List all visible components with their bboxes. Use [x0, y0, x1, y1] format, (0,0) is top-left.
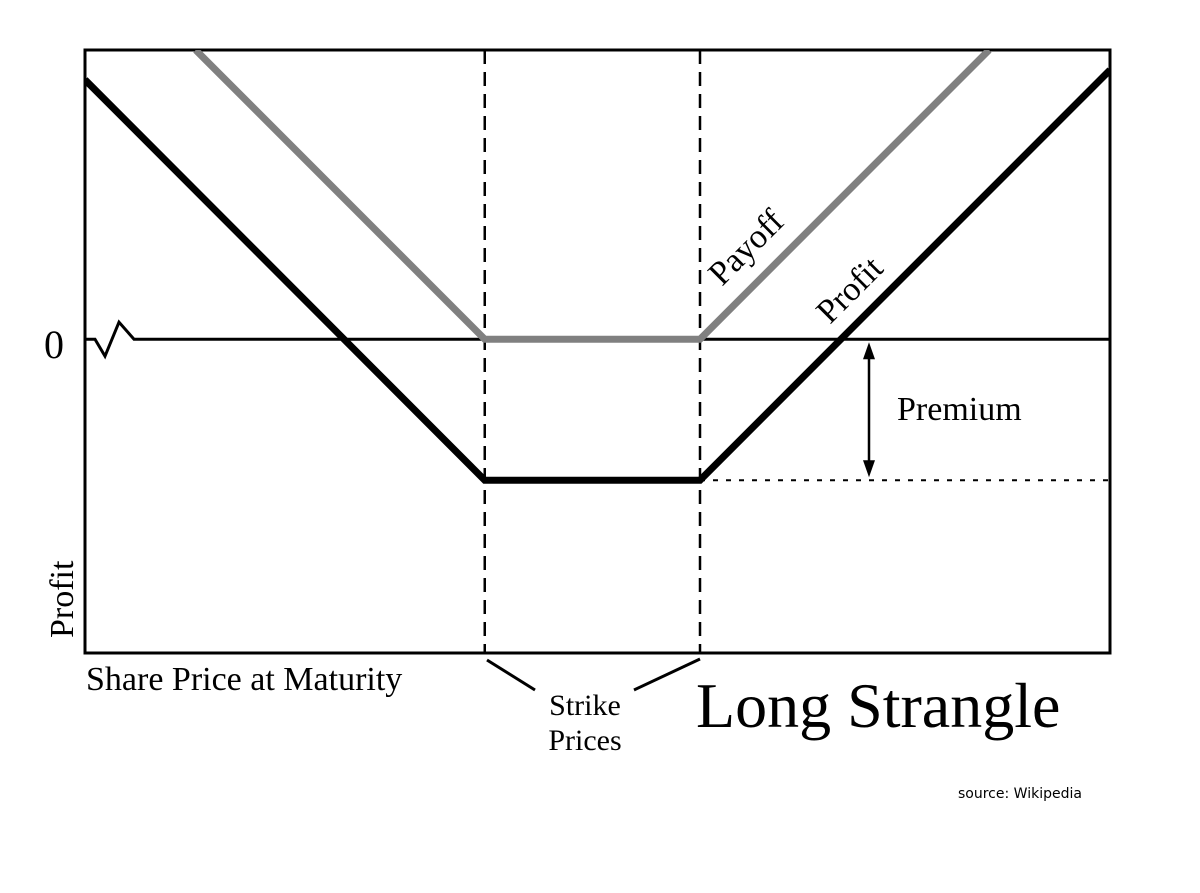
zero-line: [85, 319, 1110, 360]
y-axis-label: Profit: [44, 560, 81, 638]
plot-frame: [83, 48, 1112, 655]
profit-series-label: Profit: [809, 249, 890, 330]
premium-label: Premium: [897, 391, 1022, 428]
payoff-series-label: Payoff: [701, 202, 791, 292]
premium-arrow: [863, 342, 875, 478]
source-caption: source: Wikipedia: [958, 786, 1082, 802]
profit-line: [85, 67, 1110, 484]
y-tick-zero: 0: [44, 322, 64, 367]
x-axis-label: Share Price at Maturity: [86, 661, 402, 698]
arrow-down-icon: [863, 460, 875, 478]
chart-title: Long Strangle: [696, 670, 1060, 741]
strike-label-line2: Prices: [548, 724, 621, 757]
arrow-up-icon: [863, 342, 875, 360]
payoff-line: [193, 50, 992, 343]
strike-bracket-right: [633, 657, 701, 692]
zero-line-with-axis-break: [85, 319, 1110, 360]
strike-lines: [483, 50, 702, 653]
strike-bracket-left: [486, 658, 536, 692]
strike-label-line1: Strike: [549, 689, 621, 722]
